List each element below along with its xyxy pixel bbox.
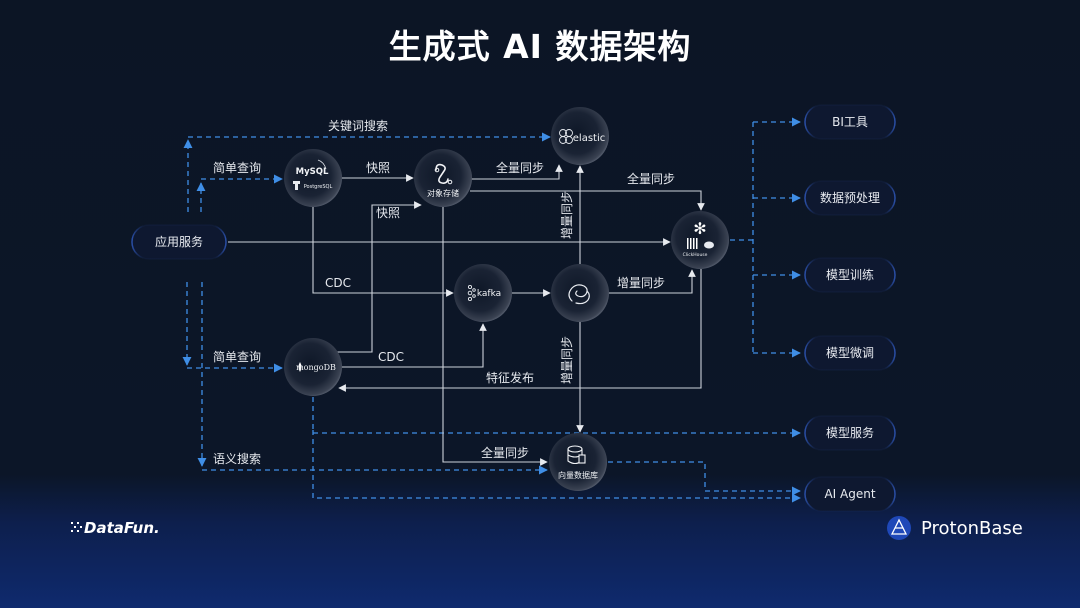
label-cdc-2: CDC [378, 350, 404, 364]
app-service-pill[interactable] [131, 224, 227, 260]
object-storage-label: 对象存储 [427, 188, 459, 198]
target-model-training[interactable]: 模型训练 [804, 257, 896, 293]
node-circle[interactable] [671, 211, 729, 269]
mongodb-label: mongoDB [296, 363, 336, 372]
flink-node[interactable] [551, 264, 609, 322]
target-bi-tool[interactable]: BI工具 [804, 104, 896, 140]
snowflake-icon: ✻ [693, 219, 706, 238]
dashed-flows [182, 117, 801, 503]
target-pill[interactable] [804, 257, 896, 293]
flink-squirrel-icon [568, 284, 590, 305]
node-circle[interactable] [549, 433, 607, 491]
target-label: BI工具 [832, 115, 868, 129]
label-incr-sync-vec: 增量同步 [560, 336, 574, 384]
solid-flows [228, 164, 705, 466]
label-semantic-search: 语义搜索 [213, 451, 261, 466]
label-keyword-search: 关键词搜索 [328, 118, 388, 133]
datafun-logo-text: DataFun. [84, 519, 160, 537]
node-circle[interactable] [284, 149, 342, 207]
target-label: 模型服务 [826, 425, 874, 440]
edge-cdc-mongo [341, 323, 487, 368]
page-title: 生成式 AI 数据架构 [389, 27, 692, 66]
label-snapshot-1: 快照 [366, 161, 390, 175]
label-incr-sync-ch: 增量同步 [617, 276, 665, 290]
edge-vector-to-ai-agent [608, 461, 801, 496]
target-ai-agent[interactable]: AI Agent [804, 476, 896, 512]
object-storage-dot-icon [447, 179, 453, 185]
protonbase-triangle-icon [890, 518, 908, 535]
edge-cdc-mysql [312, 207, 454, 297]
database-icon [567, 445, 586, 465]
mongodb-leaf-icon [298, 362, 302, 372]
clickhouse-bars-icon [687, 238, 698, 249]
app-service-node[interactable]: 应用服务 [131, 224, 227, 260]
vector-db-node[interactable]: 向量数据库 [549, 433, 607, 491]
edge-mongo-to-ai-agent [312, 430, 801, 503]
vector-db-label: 向量数据库 [558, 470, 598, 480]
target-pill[interactable] [804, 335, 896, 371]
label-cdc-1: CDC [325, 276, 351, 290]
label-incr-sync-es: 增量同步 [560, 191, 574, 239]
target-pill[interactable] [804, 104, 896, 140]
kafka-logo-icon [467, 284, 476, 302]
datafun-logo: DataFun. [71, 519, 160, 537]
edge-full-sync-vec [442, 207, 548, 466]
node-circle[interactable] [551, 264, 609, 322]
kafka-label: kafka [477, 289, 501, 299]
protonbase-logo-text: ProtonBase [921, 518, 1023, 539]
target-pill[interactable] [804, 180, 896, 216]
label-snapshot-2: 快照 [376, 206, 400, 220]
label-full-sync-vec: 全量同步 [481, 445, 529, 460]
clickhouse-label: ClickHouse [683, 252, 708, 258]
target-label: 数据预处理 [820, 190, 880, 205]
clickhouse-node[interactable]: ✻ ClickHouse [671, 211, 729, 269]
elastic-label: elastic [573, 133, 605, 144]
target-model-finetune[interactable]: 模型微调 [804, 335, 896, 371]
target-label: AI Agent [824, 487, 875, 501]
target-pill[interactable] [804, 415, 896, 451]
target-list: BI工具 数据预处理 模型训练 模型微调 模型服务 AI Agent [804, 104, 896, 512]
elastic-node[interactable]: elastic [551, 107, 609, 165]
postgresql-elephant-icon [293, 181, 300, 190]
protonbase-logo: ProtonBase [887, 516, 1023, 540]
kafka-node[interactable]: kafka [454, 264, 512, 322]
mysql-postgresql-node[interactable]: MySQL PostgreSQL [284, 149, 342, 207]
mongodb-node[interactable]: mongoDB [284, 338, 342, 396]
edge-snapshot-mongo [337, 201, 422, 353]
edge-labels: 关键词搜索 简单查询 快照 快照 全量同步 全量同步 CDC 增量同步 简单查询… [213, 118, 675, 466]
target-pill[interactable] [804, 476, 896, 512]
node-circle[interactable] [284, 338, 342, 396]
edge-incr-sync-ch [609, 269, 696, 294]
object-storage-icon [435, 163, 449, 184]
datafun-dots-icon [71, 522, 82, 532]
object-storage-dot-icon [434, 167, 440, 173]
target-data-preprocess[interactable]: 数据预处理 [804, 180, 896, 216]
node-circle[interactable] [454, 264, 512, 322]
label-simple-query-bottom: 简单查询 [213, 350, 261, 364]
label-full-sync-ch: 全量同步 [627, 171, 675, 186]
node-circle[interactable] [414, 149, 472, 207]
cloud-logo-icon [704, 241, 714, 249]
target-label: 模型训练 [826, 267, 874, 282]
label-simple-query-top: 简单查询 [213, 161, 261, 175]
app-service-label: 应用服务 [155, 234, 203, 249]
node-circle[interactable] [551, 107, 609, 165]
postgresql-label: PostgreSQL [304, 184, 333, 190]
label-feature-publish: 特征发布 [486, 370, 534, 385]
edge-full-sync-ch [470, 190, 705, 211]
target-model-service[interactable]: 模型服务 [804, 415, 896, 451]
mysql-dolphin-icon [317, 159, 327, 170]
label-full-sync-es: 全量同步 [496, 160, 544, 175]
target-label: 模型微调 [826, 346, 874, 360]
edge-feature-publish [338, 269, 702, 392]
elastic-logo-icon [559, 129, 573, 144]
mysql-label: MySQL [296, 167, 329, 177]
object-storage-node[interactable]: 对象存储 [414, 149, 472, 207]
edge-full-sync-es [471, 164, 563, 180]
